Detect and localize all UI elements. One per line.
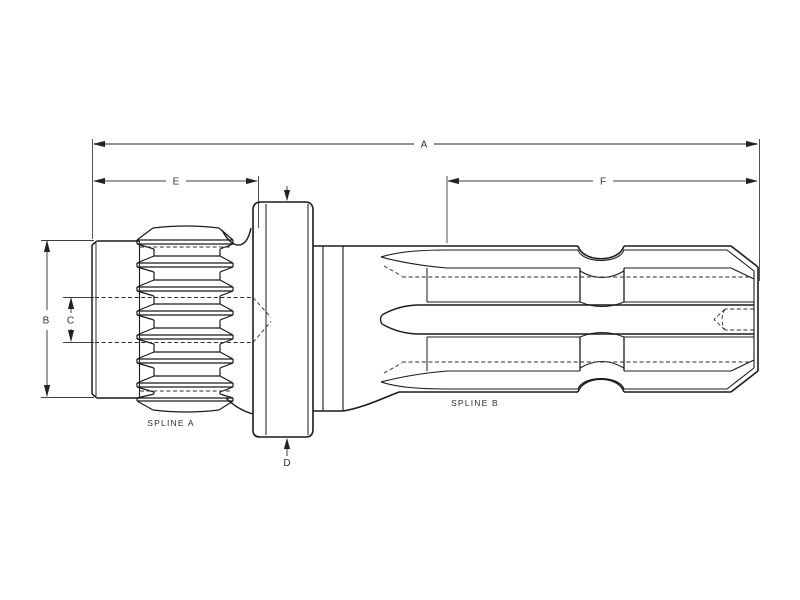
dimension-arrowheads <box>43 140 758 449</box>
spline-b-outline <box>399 245 759 393</box>
dimension-label-f: F <box>600 177 606 188</box>
extension-lines <box>41 139 760 398</box>
dimension-label-d: D <box>283 458 290 469</box>
dimension-label-c: C <box>67 316 74 327</box>
labels: A E F B C D SPLINE A SPLINE B <box>43 140 606 470</box>
pilot-stub <box>91 240 141 399</box>
dimension-label-b: B <box>43 316 50 327</box>
annotation-spline-a: SPLINE A <box>147 418 194 428</box>
annotation-spline-b: SPLINE B <box>451 398 499 408</box>
dimension-label-a: A <box>421 140 428 151</box>
neck-grooves <box>221 227 254 415</box>
shaft-section <box>313 245 578 412</box>
hidden-lines <box>95 246 754 392</box>
dimension-label-e: E <box>173 177 180 188</box>
collar <box>252 201 314 438</box>
spline-b-detail <box>379 249 755 390</box>
spline-a-gear <box>136 225 234 413</box>
dimension-lines <box>46 180 757 456</box>
